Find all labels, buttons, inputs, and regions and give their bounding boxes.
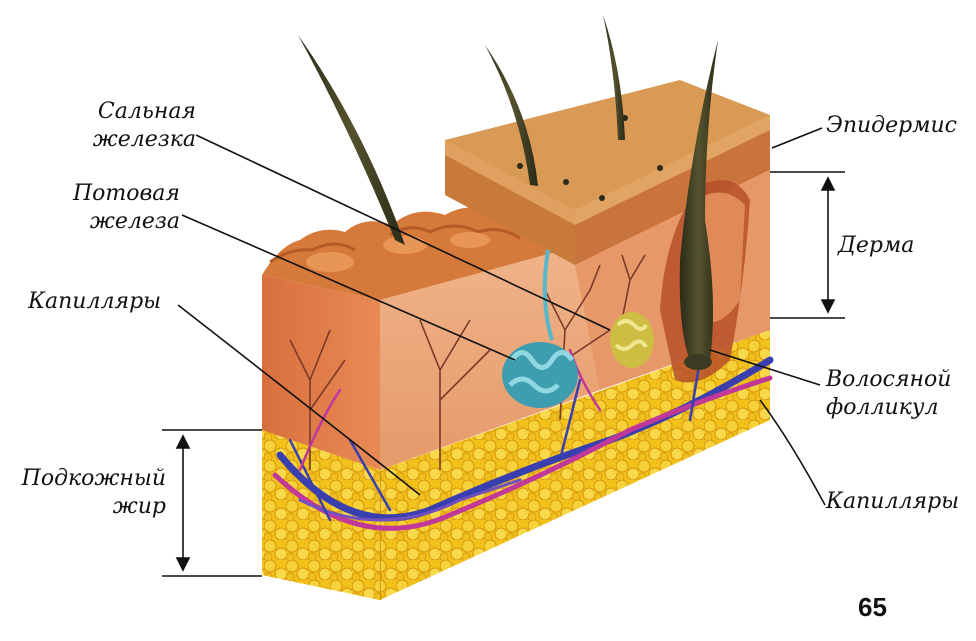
page-number: 65 xyxy=(858,592,887,623)
leader-epidermis xyxy=(772,128,822,148)
label-epidermis: Эпидермис xyxy=(826,112,957,140)
label-hair-follicle: Волосяной фолликул xyxy=(826,366,951,422)
label-sebaceous-gland: Сальная железка xyxy=(60,98,196,154)
label-capillaries-right: Капилляры xyxy=(826,488,959,516)
label-fat-line1: Подкожный xyxy=(8,465,166,493)
dermis-bracket-lines xyxy=(770,172,845,318)
label-sebaceous-line1: Сальная xyxy=(60,98,196,126)
fat-bracket-lines xyxy=(162,430,262,576)
label-dermis: Дерма xyxy=(838,232,914,260)
label-capillaries-left: Капилляры xyxy=(28,288,161,316)
label-subcutaneous-fat: Подкожный жир xyxy=(8,465,166,521)
label-sebaceous-line2: железка xyxy=(60,126,196,154)
label-sweat-line1: Потовая xyxy=(50,180,180,208)
sebaceous-gland xyxy=(610,312,654,368)
label-follicle-line2: фолликул xyxy=(826,394,951,422)
label-follicle-line1: Волосяной xyxy=(826,366,951,394)
label-sweat-gland: Потовая железа xyxy=(50,180,180,236)
label-sweat-line2: железа xyxy=(50,208,180,236)
label-fat-line2: жир xyxy=(8,493,166,521)
